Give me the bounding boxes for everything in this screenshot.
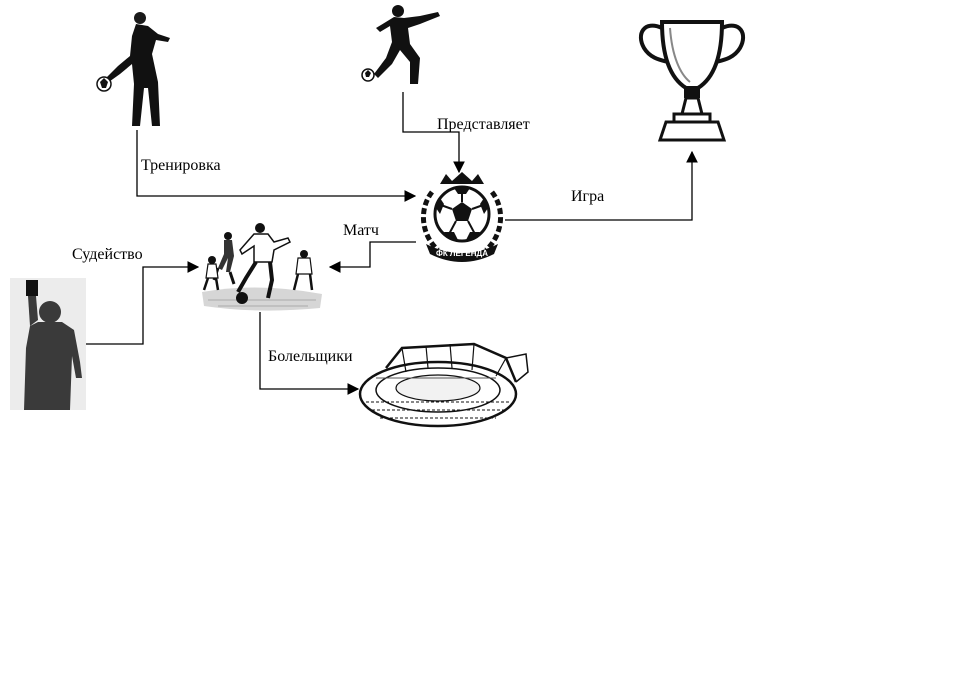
club-logo-icon: ФК ЛЕГЕНДА [420,172,504,262]
edge-training [136,130,417,202]
stadium-icon [358,342,529,428]
edge-represents [402,92,465,174]
edge-label-fans: Болельщики [268,348,353,365]
edge-label-game: Игра [571,188,605,205]
edge-label-training: Тренировка [141,157,221,174]
coach-kicking-icon [96,12,170,126]
referee-icon [10,278,86,410]
edge-game [505,150,698,221]
trophy-icon [638,20,746,142]
club-logo-text: ФК ЛЕГЕНДА [436,249,488,258]
footballer-icon [361,5,440,84]
edge-match [328,241,416,273]
match-players-icon [202,223,322,311]
edge-fans [259,312,360,395]
edge-label-refereeing: Судейство [72,246,143,263]
edge-label-represents: Представляет [437,116,530,133]
edge-refereeing [86,261,200,345]
edge-label-match: Матч [343,222,379,239]
